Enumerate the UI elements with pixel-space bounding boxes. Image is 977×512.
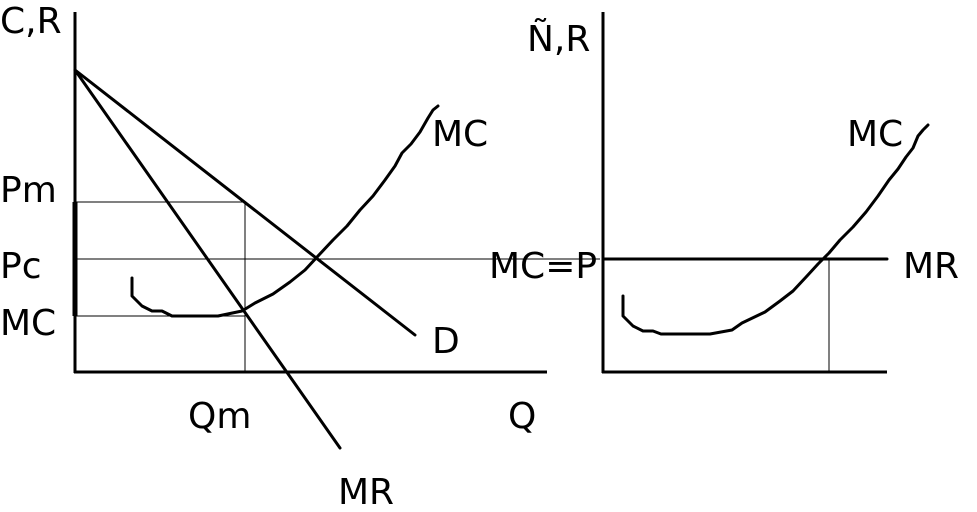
left-monopoly-diagram: C,R Pm Pc MC Qm Q MC D MR [0, 1, 600, 512]
mc-level-label: MC [0, 303, 56, 344]
right-y-axis-label: Ñ,R [527, 18, 590, 60]
marginal-revenue-curve [73, 68, 342, 450]
pm-label: Pm [0, 170, 57, 211]
demand-curve [73, 68, 417, 337]
mc-equals-p-label: MC=P [489, 246, 597, 287]
marginal-cost-curve-right [621, 123, 930, 336]
mr-curve-label-left: MR [338, 472, 394, 512]
mc-curve-label-right: MC [847, 114, 903, 155]
mc-curve-label-left: MC [432, 114, 488, 155]
left-y-axis-label: C,R [0, 1, 62, 42]
right-competitive-diagram: Ñ,R MC=P MC MR [489, 12, 959, 374]
marginal-cost-curve [130, 104, 440, 318]
pc-label: Pc [0, 246, 42, 287]
left-x-axis-label: Q [508, 396, 536, 437]
mr-curve-label-right: MR [903, 246, 959, 287]
demand-curve-label: D [432, 321, 460, 362]
qm-label: Qm [188, 396, 251, 437]
